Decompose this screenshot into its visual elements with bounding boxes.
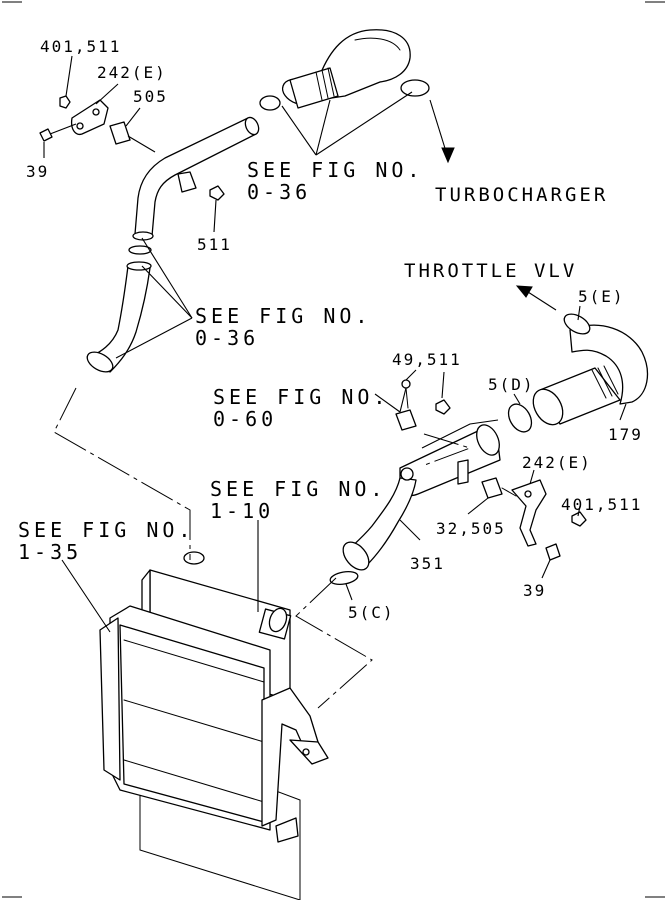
label-242e-right: 242(E) bbox=[522, 453, 592, 472]
destination-labels: TURBOCHARGER THROTTLE VLV bbox=[404, 184, 608, 282]
label-179: 179 bbox=[608, 425, 643, 444]
label-32-505: 32,505 bbox=[436, 519, 506, 538]
see-fig-060-line1: SEE FIG NO. bbox=[213, 385, 389, 409]
turbocharger-label: TURBOCHARGER bbox=[435, 184, 608, 206]
see-fig-135-line2: 1-35 bbox=[18, 540, 82, 564]
leaders-right bbox=[345, 305, 627, 601]
label-39-top: 39 bbox=[26, 162, 49, 181]
label-511: 511 bbox=[197, 235, 232, 254]
figure-reference-labels: SEE FIG NO. 0-36 SEE FIG NO. 0-36 SEE FI… bbox=[18, 158, 423, 564]
label-505-top: 505 bbox=[133, 87, 168, 106]
label-401-511-right: 401,511 bbox=[561, 495, 642, 514]
sensor-parts bbox=[329, 379, 587, 586]
flow-lines bbox=[53, 387, 472, 709]
label-401-511-top: 401,511 bbox=[40, 37, 121, 56]
label-242e-top: 242(E) bbox=[97, 63, 167, 82]
upper-intake-pipe bbox=[132, 116, 260, 241]
see-fig-110-line1: SEE FIG NO. bbox=[210, 477, 386, 501]
leaders-bottom bbox=[61, 520, 259, 633]
see-fig-036-lower-line2: 0-36 bbox=[195, 326, 259, 350]
label-39-right: 39 bbox=[523, 581, 546, 600]
throttle-valve-label: THROTTLE VLV bbox=[404, 260, 577, 282]
bracket-top-left bbox=[39, 95, 225, 201]
intercooler-radiator-assembly bbox=[99, 551, 329, 900]
see-fig-060-line2: 0-60 bbox=[213, 407, 277, 431]
label-5c: 5(C) bbox=[348, 603, 395, 622]
see-fig-036-upper-line2: 0-36 bbox=[247, 180, 311, 204]
label-49-511: 49,511 bbox=[392, 350, 462, 369]
see-fig-110-line2: 1-10 bbox=[210, 499, 274, 523]
lower-intake-hose bbox=[86, 245, 152, 373]
intercooler-outlet-pipe bbox=[342, 424, 501, 571]
see-fig-036-lower-line1: SEE FIG NO. bbox=[195, 304, 371, 328]
part-number-labels: 401,511 242(E) 505 39 511 49,511 5(E) 5(… bbox=[26, 37, 643, 622]
see-fig-036-upper-line1: SEE FIG NO. bbox=[247, 158, 423, 182]
turbo-inlet-hose bbox=[259, 29, 430, 111]
leaders-top bbox=[43, 55, 557, 359]
label-5e: 5(E) bbox=[578, 287, 625, 306]
label-351: 351 bbox=[410, 554, 445, 573]
see-fig-135-line1: SEE FIG NO. bbox=[18, 518, 194, 542]
throttle-hose bbox=[507, 313, 649, 433]
label-5d: 5(D) bbox=[488, 375, 535, 394]
